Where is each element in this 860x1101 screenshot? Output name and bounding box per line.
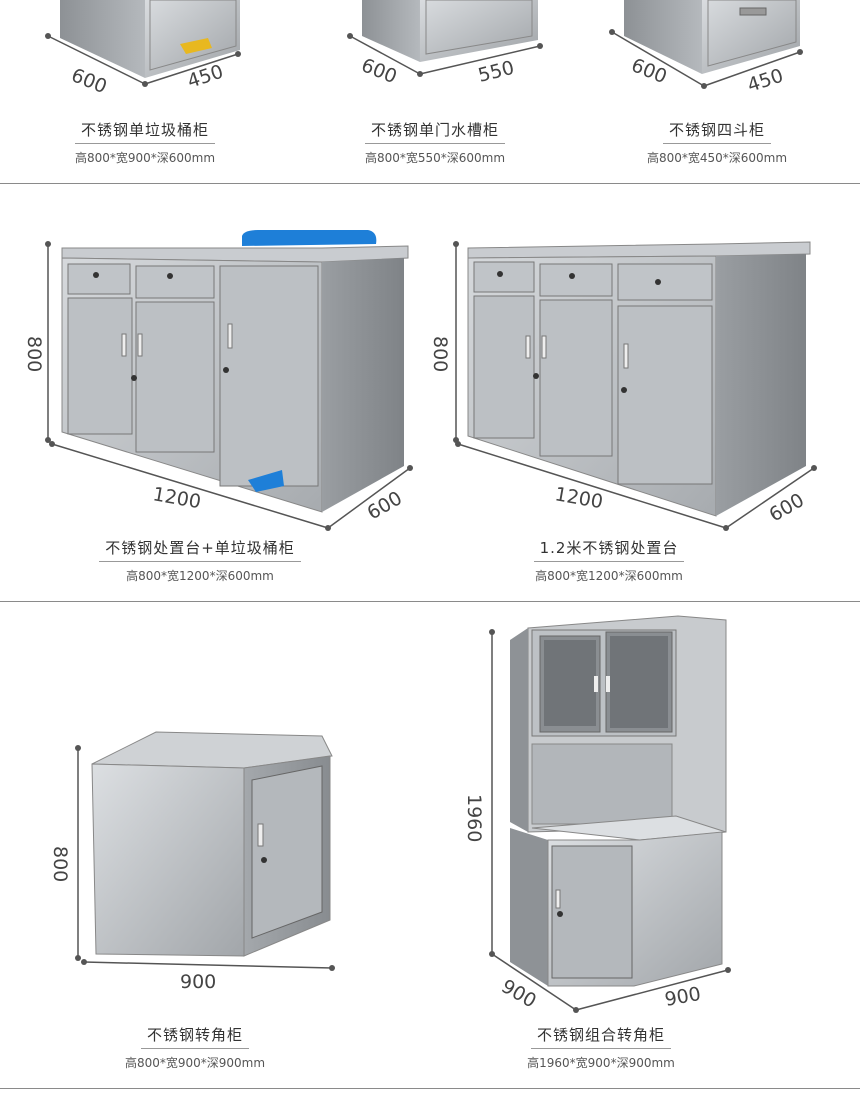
sink-cabinet-illustration: 600 550: [347, 0, 543, 88]
row1-illustrations: 600 450 600 550 600 450: [45, 0, 803, 98]
product-spec: 高800*宽450*深600mm: [646, 151, 788, 165]
workstation-illustration: 800 1200 600: [429, 241, 817, 531]
product-caption: 不锈钢组合转角柜 高1960*宽900*深900mm: [496, 1024, 706, 1071]
product-title: 不锈钢单垃圾桶柜: [74, 119, 215, 144]
product-caption: 不锈钢单门水槽柜 高800*宽550*深600mm: [330, 119, 540, 166]
dim-height: 800: [49, 846, 71, 882]
product-title: 1.2米不锈钢处置台: [533, 537, 685, 562]
section-divider: [0, 183, 860, 184]
pedal-blue: [248, 470, 284, 492]
product-caption: 不锈钢处置台+单垃圾桶柜 高800*宽1200*深600mm: [60, 537, 340, 584]
product-title: 不锈钢转角柜: [140, 1024, 249, 1049]
product-spec: 高1960*宽900*深900mm: [527, 1056, 675, 1070]
product-title: 不锈钢单门水槽柜: [364, 119, 505, 144]
dim-height: 800: [429, 336, 451, 372]
product-spec: 高800*宽900*深900mm: [124, 1056, 266, 1070]
basin-blue: [242, 230, 377, 246]
section-divider: [0, 1088, 860, 1089]
product-caption: 不锈钢四斗柜 高800*宽450*深600mm: [612, 119, 822, 166]
row2-illustrations: 800 1200 600 800 1200 600: [23, 230, 817, 531]
four-drawer-cabinet-illustration: 600 450: [609, 0, 803, 97]
dim-width: 900: [663, 983, 703, 1011]
corner-cabinet-illustration: 800 900: [49, 731, 335, 993]
product-title: 不锈钢四斗柜: [662, 119, 771, 144]
product-title: 不锈钢组合转角柜: [530, 1024, 671, 1049]
section-divider: [0, 601, 860, 602]
pedal-yellow: [180, 38, 212, 54]
dim-width: 900: [180, 971, 216, 993]
combo-corner-cabinet-illustration: 1960 900 900: [463, 615, 731, 1013]
dim-height: 1960: [463, 794, 485, 842]
product-caption: 1.2米不锈钢处置台 高800*宽1200*深600mm: [484, 537, 734, 584]
product-spec: 高800*宽550*深600mm: [364, 151, 506, 165]
product-spec: 高800*宽1200*深600mm: [126, 569, 274, 583]
product-caption: 不锈钢转角柜 高800*宽900*深900mm: [90, 1024, 300, 1071]
bin-cabinet-illustration: 600 450: [45, 0, 241, 98]
product-caption: 不锈钢单垃圾桶柜 高800*宽900*深600mm: [40, 119, 250, 166]
dim-height: 800: [23, 336, 45, 372]
workstation-with-bin-illustration: 800 1200 600: [23, 230, 413, 531]
product-title: 不锈钢处置台+单垃圾桶柜: [99, 537, 301, 562]
product-spec: 高800*宽900*深600mm: [74, 151, 216, 165]
drawer-handle: [739, 7, 767, 16]
product-spec: 高800*宽1200*深600mm: [535, 569, 683, 583]
